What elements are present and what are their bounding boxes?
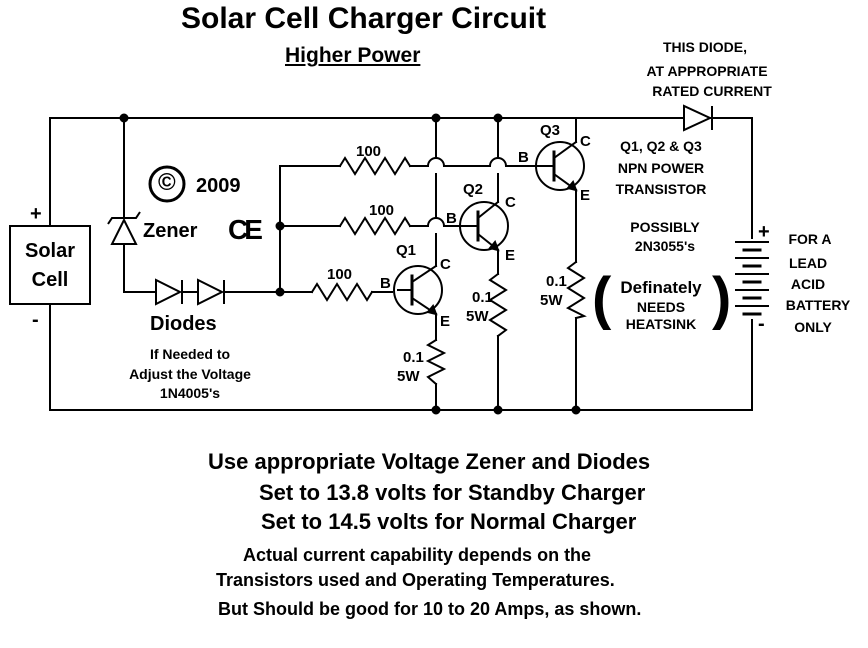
heatsink-note-1: Definately (620, 278, 702, 297)
resistor-emitter-3-power: 5W (540, 292, 563, 309)
diodes-note-1: If Needed to (149, 346, 231, 362)
output-diode-note-2: AT APPROPRIATE (646, 63, 768, 79)
heatsink-paren-open: ( (592, 266, 612, 331)
ce-mark: CE (228, 214, 263, 245)
diodes-label: Diodes (150, 313, 217, 335)
heatsink-note-3: HEATSINK (625, 316, 697, 332)
q2-collector-label: C (505, 194, 516, 211)
q1-collector-label: C (440, 256, 451, 273)
resistor-emitter-1 (425, 338, 447, 386)
copyright-symbol: © (158, 169, 176, 196)
battery-minus-sign: - (758, 313, 765, 335)
footer-line-2: Set to 13.8 volts for Standby Charger (259, 480, 646, 505)
resistor-emitter-3-value: 0.1 (546, 273, 567, 290)
heatsink-note-2: NEEDS (636, 299, 686, 315)
transistor-q1-body (393, 265, 443, 315)
battery-note-2: LEAD (788, 255, 828, 271)
transistor-note-1: Q1, Q2 & Q3 (620, 138, 702, 154)
resistor-bias-2 (338, 216, 412, 236)
transistor-note-2: NPN POWER (617, 160, 705, 176)
q2-label: Q2 (463, 181, 484, 198)
solar-plus-sign: + (30, 203, 42, 225)
q1-base-label: B (380, 275, 391, 292)
battery-note-5: ONLY (794, 319, 832, 335)
solar-cell-label-2: Cell (31, 269, 69, 291)
resistor-bias-3-value: 100 (327, 266, 353, 283)
resistor-bias-1 (338, 156, 412, 176)
resistor-emitter-2 (488, 272, 508, 338)
heatsink-paren-close: ) (712, 266, 732, 331)
resistor-bias-1-value: 100 (356, 143, 382, 160)
possibly-note-2: 2N3055's (634, 238, 696, 254)
footer-line-5: Transistors used and Operating Temperatu… (216, 570, 615, 590)
q1-emitter-label: E (440, 313, 451, 330)
series-diode-1 (155, 278, 183, 306)
resistor-bias-2-value: 100 (369, 202, 395, 219)
output-diode-note-1: THIS DIODE, (662, 39, 747, 55)
footer-line-1: Use appropriate Voltage Zener and Diodes (208, 449, 651, 474)
q3-collector-label: C (580, 133, 591, 150)
battery-note-4: BATTERY (785, 297, 851, 313)
resistor-emitter-2-value: 0.1 (472, 289, 493, 306)
solar-minus-sign: - (32, 309, 39, 331)
resistor-emitter-2-power: 5W (466, 308, 489, 325)
diodes-note-3: 1N4005's (159, 385, 221, 401)
q3-label: Q3 (540, 122, 561, 139)
page-subtitle: Higher Power (285, 44, 421, 67)
resistor-emitter-1-power: 5W (397, 368, 420, 385)
q2-emitter-label: E (505, 247, 516, 264)
q2-base-label: B (446, 210, 457, 227)
footer-line-6: But Should be good for 10 to 20 Amps, as… (218, 599, 642, 619)
resistor-emitter-1-value: 0.1 (403, 349, 424, 366)
possibly-note-1: POSSIBLY (630, 219, 700, 235)
resistor-emitter-3 (565, 260, 587, 320)
footer-line-3: Set to 14.5 volts for Normal Charger (261, 509, 637, 534)
output-diode-note-3: RATED CURRENT (652, 83, 772, 99)
diodes-note-2: Adjust the Voltage (129, 366, 251, 382)
battery-note-1: FOR A (788, 231, 832, 247)
transistor-note-3: TRANSISTOR (615, 181, 707, 197)
q3-emitter-label: E (580, 187, 591, 204)
page-title: Solar Cell Charger Circuit (181, 2, 547, 35)
copyright-circle (148, 165, 186, 203)
series-diode-2 (197, 278, 225, 306)
q3-base-label: B (518, 149, 529, 166)
zener-label: Zener (143, 220, 198, 242)
resistor-bias-3 (310, 282, 374, 302)
output-diode (683, 104, 713, 132)
copyright-year: 2009 (196, 175, 241, 197)
battery-cells (735, 241, 769, 316)
q1-label: Q1 (396, 242, 417, 259)
solar-cell-label-1: Solar (24, 240, 76, 262)
footer-line-4: Actual current capability depends on the (243, 545, 592, 565)
solar-cell-box (9, 225, 91, 305)
zener-diode (110, 217, 138, 245)
battery-note-3: ACID (790, 276, 826, 292)
battery-plus-sign: + (758, 221, 770, 243)
